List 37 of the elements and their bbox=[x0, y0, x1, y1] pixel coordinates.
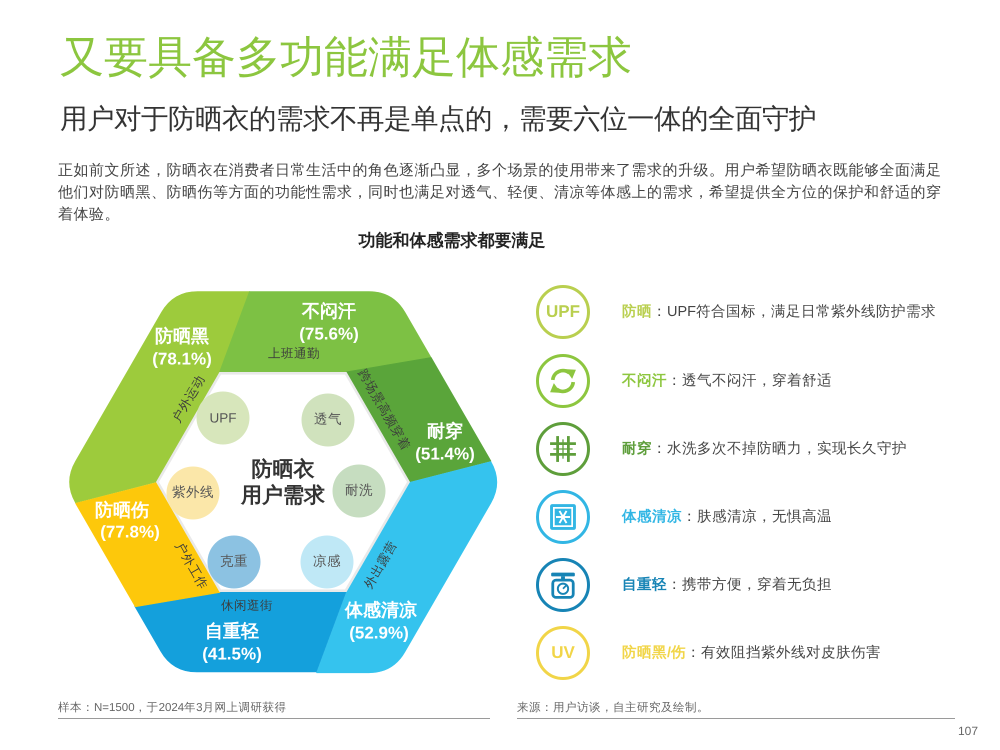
category-name: 防晒黑 bbox=[155, 324, 209, 347]
feature-ring bbox=[536, 558, 590, 612]
feature-description: 自重轻：携带方便，穿着无负担 bbox=[622, 576, 832, 595]
scenario-label: 外出露营 bbox=[362, 538, 400, 592]
feature-ring bbox=[536, 354, 590, 408]
category-name: 不闷汗 bbox=[302, 300, 356, 322]
category-name: 耐穿 bbox=[427, 420, 463, 442]
category-name: 体感清凉 bbox=[344, 598, 417, 621]
scenario-label: 户外工作 bbox=[172, 540, 210, 592]
feature-description: 防晒：UPF符合国标，满足日常紫外线防护需求 bbox=[622, 302, 936, 322]
feature-description: 不闷汗：透气不闷汗，穿着舒适 bbox=[622, 372, 832, 391]
percentage-value: (41.5%) bbox=[202, 643, 262, 664]
intro-paragraph: 正如前文所述，防晒衣在消费者日常生活中的角色逐渐凸显，多个场景的使用带来了需求的升级。用户希望防晒衣既能够全面满足他们对防晒黑、防晒伤等方面的功能性需求，同时也满足对透气、轻便、清凉等体感上的需求，希望提供全方位的保护和舒适的穿着体验。 bbox=[58, 161, 942, 225]
feature-ring bbox=[536, 422, 590, 476]
page-title: 又要具备多功能满足体感需求 bbox=[60, 32, 632, 84]
subtitle: 用户对于防晒衣的需求不再是单点的，需要六位一体的全面守护 bbox=[60, 102, 816, 136]
percentage-value: (51.4%) bbox=[415, 443, 475, 464]
category-name: 自重轻 bbox=[204, 620, 259, 642]
feature-description: 体感清凉：肤感清凉，无惧高温 bbox=[622, 508, 832, 527]
percentage-value: (77.8%) bbox=[100, 522, 160, 542]
category-name: 防晒伤 bbox=[95, 499, 149, 521]
feature-description: 防晒黑/伤：有效阻挡紫外线对皮肤伤害 bbox=[622, 644, 882, 663]
feature-ring bbox=[536, 490, 590, 544]
page-number: 107 bbox=[958, 724, 978, 738]
feature-ring: UV bbox=[536, 626, 590, 680]
percentage-value: (52.9%) bbox=[349, 622, 409, 644]
source-note: 来源：用户访谈，自主研究及绘制。 bbox=[517, 700, 709, 715]
scenario-label: 上班通勤 bbox=[268, 346, 320, 362]
percentage-value: (75.6%) bbox=[299, 323, 359, 344]
scenario-label: 休闲逛街 bbox=[220, 598, 273, 614]
sample-note: 样本：N=1500，于2024年3月网上调研获得 bbox=[58, 700, 287, 715]
percentage-value: (78.1%) bbox=[152, 348, 212, 370]
center-title: 防晒衣用户需求 bbox=[241, 456, 325, 509]
scenario-label: 跨场景高频穿着 bbox=[354, 366, 414, 454]
feature-description: 耐穿：水洗多次不掉防晒力，实现长久守护 bbox=[622, 440, 907, 459]
chart-title: 功能和体感需求都要满足 bbox=[358, 230, 546, 252]
feature-ring: UPF bbox=[536, 285, 590, 339]
